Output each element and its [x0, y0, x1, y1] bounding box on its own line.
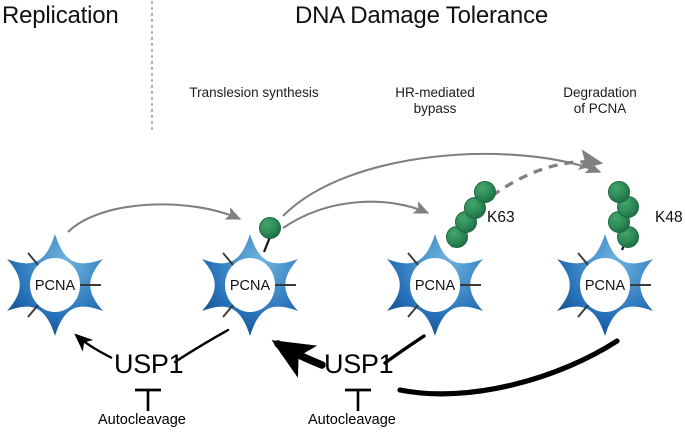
enzyme-usp1-left[interactable]: USP1: [114, 349, 184, 379]
pathway-label-degradation-of-pcna: Degradation of PCNA: [563, 85, 637, 116]
pcna-ring-1[interactable]: PCNA: [7, 234, 103, 336]
curve-pcna2-to-usp1left: [173, 328, 230, 364]
pathway-label-translesion-synthesis: Translesion synthesis: [189, 85, 319, 100]
ubiquitin-linker: [262, 236, 272, 253]
chain-label-k63: K63: [487, 209, 515, 226]
curve-pcna4-to-usp1right: [397, 338, 620, 397]
inhibition-usp1-left: [135, 388, 161, 411]
page-title-replication: Replication: [2, 2, 119, 29]
k63-ubiquitin-chain: [446, 181, 496, 248]
arrow-usp1left-to-pcna1: [74, 333, 113, 360]
ub-k48-4: [608, 181, 630, 203]
pcna-center-hole: [225, 258, 275, 312]
pcna-label-4: PCNA: [585, 278, 626, 294]
pcna-center-hole: [410, 258, 460, 312]
pcna-label-3: PCNA: [415, 278, 456, 294]
page-title-dna-damage-tolerance: DNA Damage Tolerance: [295, 2, 549, 29]
pcna-label-1: PCNA: [35, 278, 76, 294]
pcna-ring-2[interactable]: PCNA: [202, 217, 298, 337]
arrow-pcna2-to-pcna4: [282, 152, 602, 217]
pcna-center-hole: [30, 258, 80, 312]
ub-k63-4: [474, 181, 496, 203]
curve-pcna3-to-usp1right: [383, 334, 426, 365]
ubiquitin-monomer: [259, 217, 281, 239]
chain-label-k48: K48: [655, 209, 683, 226]
inhibitor-label-autocleavage-left: Autocleavage: [98, 412, 186, 428]
pcna-ring-3[interactable]: PCNA: [387, 181, 496, 337]
pathway-label-hr-mediated-bypass: HR-mediated bypass: [395, 85, 475, 116]
pcna-center-hole: [580, 258, 630, 312]
enzyme-usp1-right[interactable]: USP1: [324, 349, 394, 379]
pcna-label-2: PCNA: [230, 278, 271, 294]
arrow-pcna1-to-pcna2: [67, 203, 242, 233]
inhibition-usp1-right: [345, 388, 371, 411]
arrow-pcna2-to-pcna3: [282, 200, 430, 229]
arrow-usp1right-to-pcna2: [271, 340, 326, 378]
k48-ubiquitin-chain: [608, 181, 639, 251]
ub-k63-3: [464, 197, 486, 219]
arrow-k63-to-k48-dashed: [491, 149, 604, 198]
inhibitor-label-autocleavage-right: Autocleavage: [308, 412, 396, 428]
pcna-ring-4[interactable]: PCNA: [557, 181, 653, 337]
